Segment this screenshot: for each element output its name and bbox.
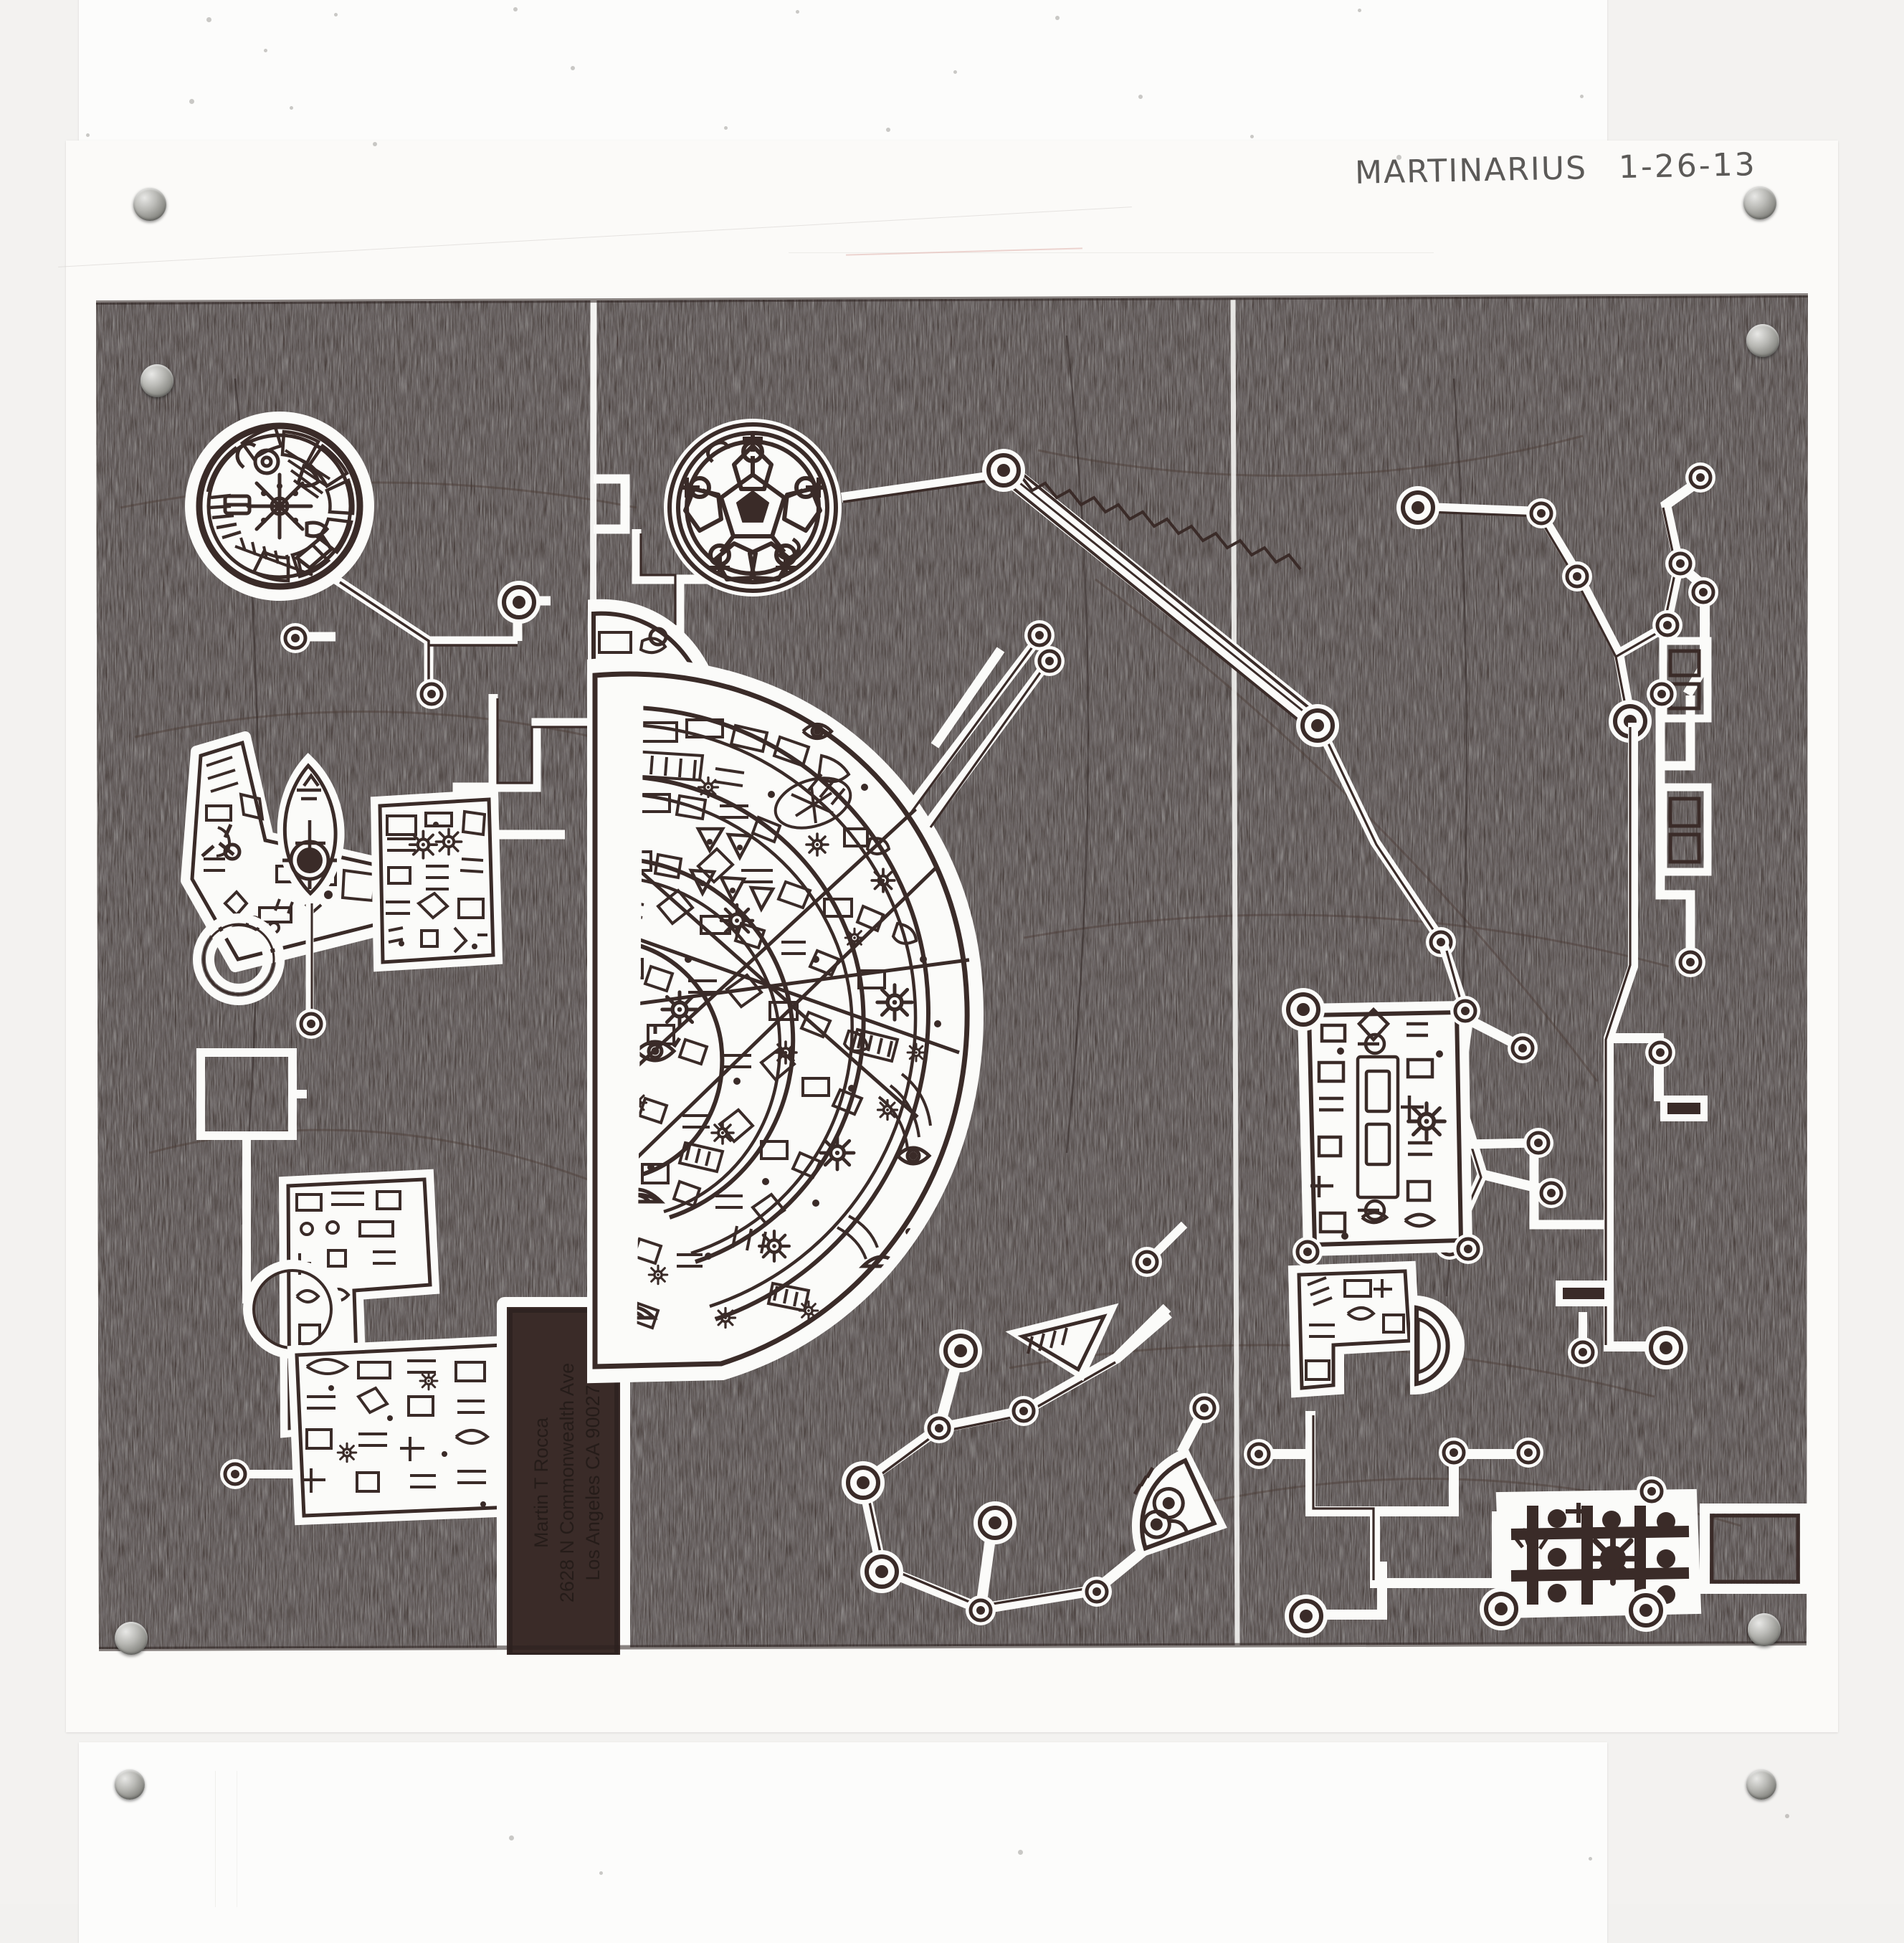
paper-speck	[1580, 95, 1584, 98]
paper-speck	[571, 66, 575, 70]
paper-speck	[513, 7, 518, 11]
burst-lower-right	[1586, 1531, 1640, 1586]
central-dome	[587, 657, 984, 1384]
paper-speck	[599, 1871, 603, 1875]
dome-upper-link	[930, 647, 1005, 749]
paper-speck	[796, 10, 799, 14]
square-outline	[196, 1048, 307, 1303]
node	[280, 623, 310, 653]
paper-speck	[953, 70, 957, 74]
plate-right-small	[1660, 1096, 1708, 1121]
magnet	[1746, 324, 1779, 357]
paper-speck	[1785, 1814, 1789, 1818]
paper-speck	[290, 106, 293, 110]
address-text: Martin T Rocca 2628 N Commonwealth Ave L…	[530, 1363, 604, 1602]
paper-speck	[1358, 9, 1361, 12]
circuit-plate-arch	[1287, 1260, 1465, 1398]
plate-right-mid	[1556, 1281, 1612, 1306]
magnet	[1743, 186, 1776, 219]
paper-sheet-top	[79, 0, 1607, 151]
circuit-plate-lower-wide	[287, 1335, 520, 1526]
magnet	[133, 188, 166, 221]
antenna-cluster	[1511, 1528, 1551, 1550]
paper-speck	[264, 49, 267, 52]
paper-speck	[509, 1835, 514, 1840]
medallion-top-left	[185, 412, 374, 601]
address-line-3: Los Angeles CA 90027	[582, 1384, 604, 1580]
paper-speck	[1138, 95, 1143, 99]
paper-speck	[1018, 1850, 1023, 1855]
edge-fuzz	[95, 293, 1809, 1651]
paper-speck	[206, 17, 211, 22]
plate-right-edge-b	[1659, 783, 1712, 876]
connector-plate-right	[1466, 1138, 1606, 1230]
rect-bottom-right	[1700, 1503, 1810, 1594]
truss-beam	[1002, 466, 1325, 731]
half-disc-bug	[1131, 1393, 1227, 1559]
paper-speck	[1589, 1857, 1592, 1861]
node	[498, 581, 541, 624]
triangle-wedge	[1005, 1303, 1119, 1382]
scan-canvas: MARTINARIUS 1-26-13	[58, 0, 1812, 1943]
paper-speck	[1055, 16, 1060, 20]
paper-speck	[189, 99, 194, 104]
paper-speck	[1250, 135, 1254, 138]
magnet	[115, 1769, 145, 1800]
paper-sheet-bottom	[79, 1742, 1607, 1943]
magnet	[1746, 1769, 1776, 1800]
magnet	[1748, 1613, 1781, 1646]
artwork-date: 1-26-13	[1618, 146, 1758, 186]
connector-star-to-truss	[841, 470, 1003, 503]
circuit-plate-lower-right	[1495, 1488, 1702, 1619]
medallion-star	[664, 419, 842, 597]
circuit-plate-mid-left	[370, 789, 503, 972]
ink-drawing: Martin T Rocca 2628 N Commonwealth Ave L…	[92, 293, 1812, 1655]
circuit-plate-right	[1297, 1000, 1473, 1257]
paper-speck	[1396, 155, 1401, 160]
paper-speck	[334, 13, 338, 16]
concentric-ring	[193, 913, 285, 1005]
address-line-2: 2628 N Commonwealth Ave	[556, 1363, 578, 1602]
address-plate	[497, 1297, 630, 1655]
artist-signature: MARTINARIUS	[1354, 150, 1588, 191]
paper-speck	[373, 142, 377, 146]
node	[416, 679, 447, 709]
magnet	[115, 1622, 148, 1655]
paper-speck	[886, 128, 890, 132]
paper-speck	[86, 133, 90, 137]
pencil-line-bottom	[215, 1771, 216, 1907]
paper-speck	[724, 126, 728, 130]
pencil-line-horizontal	[789, 252, 1434, 253]
teardrop-glyph	[277, 752, 345, 1039]
magnet	[141, 364, 173, 397]
address-line-1: Martin T Rocca	[530, 1417, 552, 1548]
